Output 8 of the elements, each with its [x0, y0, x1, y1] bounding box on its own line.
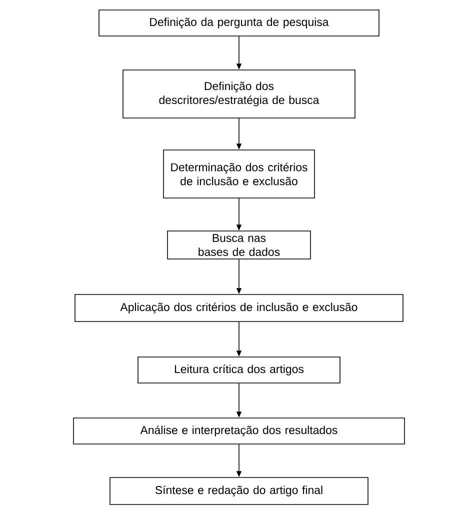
- process-box: Busca nas bases de dados: [167, 230, 311, 260]
- process-box: Determinação dos critérios de inclusão e exclusão: [163, 150, 315, 198]
- process-box: Leitura crítica dos artigos: [138, 356, 340, 384]
- process-box: Análise e interpretação dos resultados: [73, 418, 405, 444]
- process-box: Definição dos descritores/estratégia de busca: [122, 70, 356, 118]
- process-box: Definição da pergunta de pesquisa: [98, 10, 380, 36]
- process-box: Aplicação dos critérios de inclusão e exclusão: [74, 294, 404, 322]
- process-box: Síntese e redação do artigo final: [110, 477, 368, 505]
